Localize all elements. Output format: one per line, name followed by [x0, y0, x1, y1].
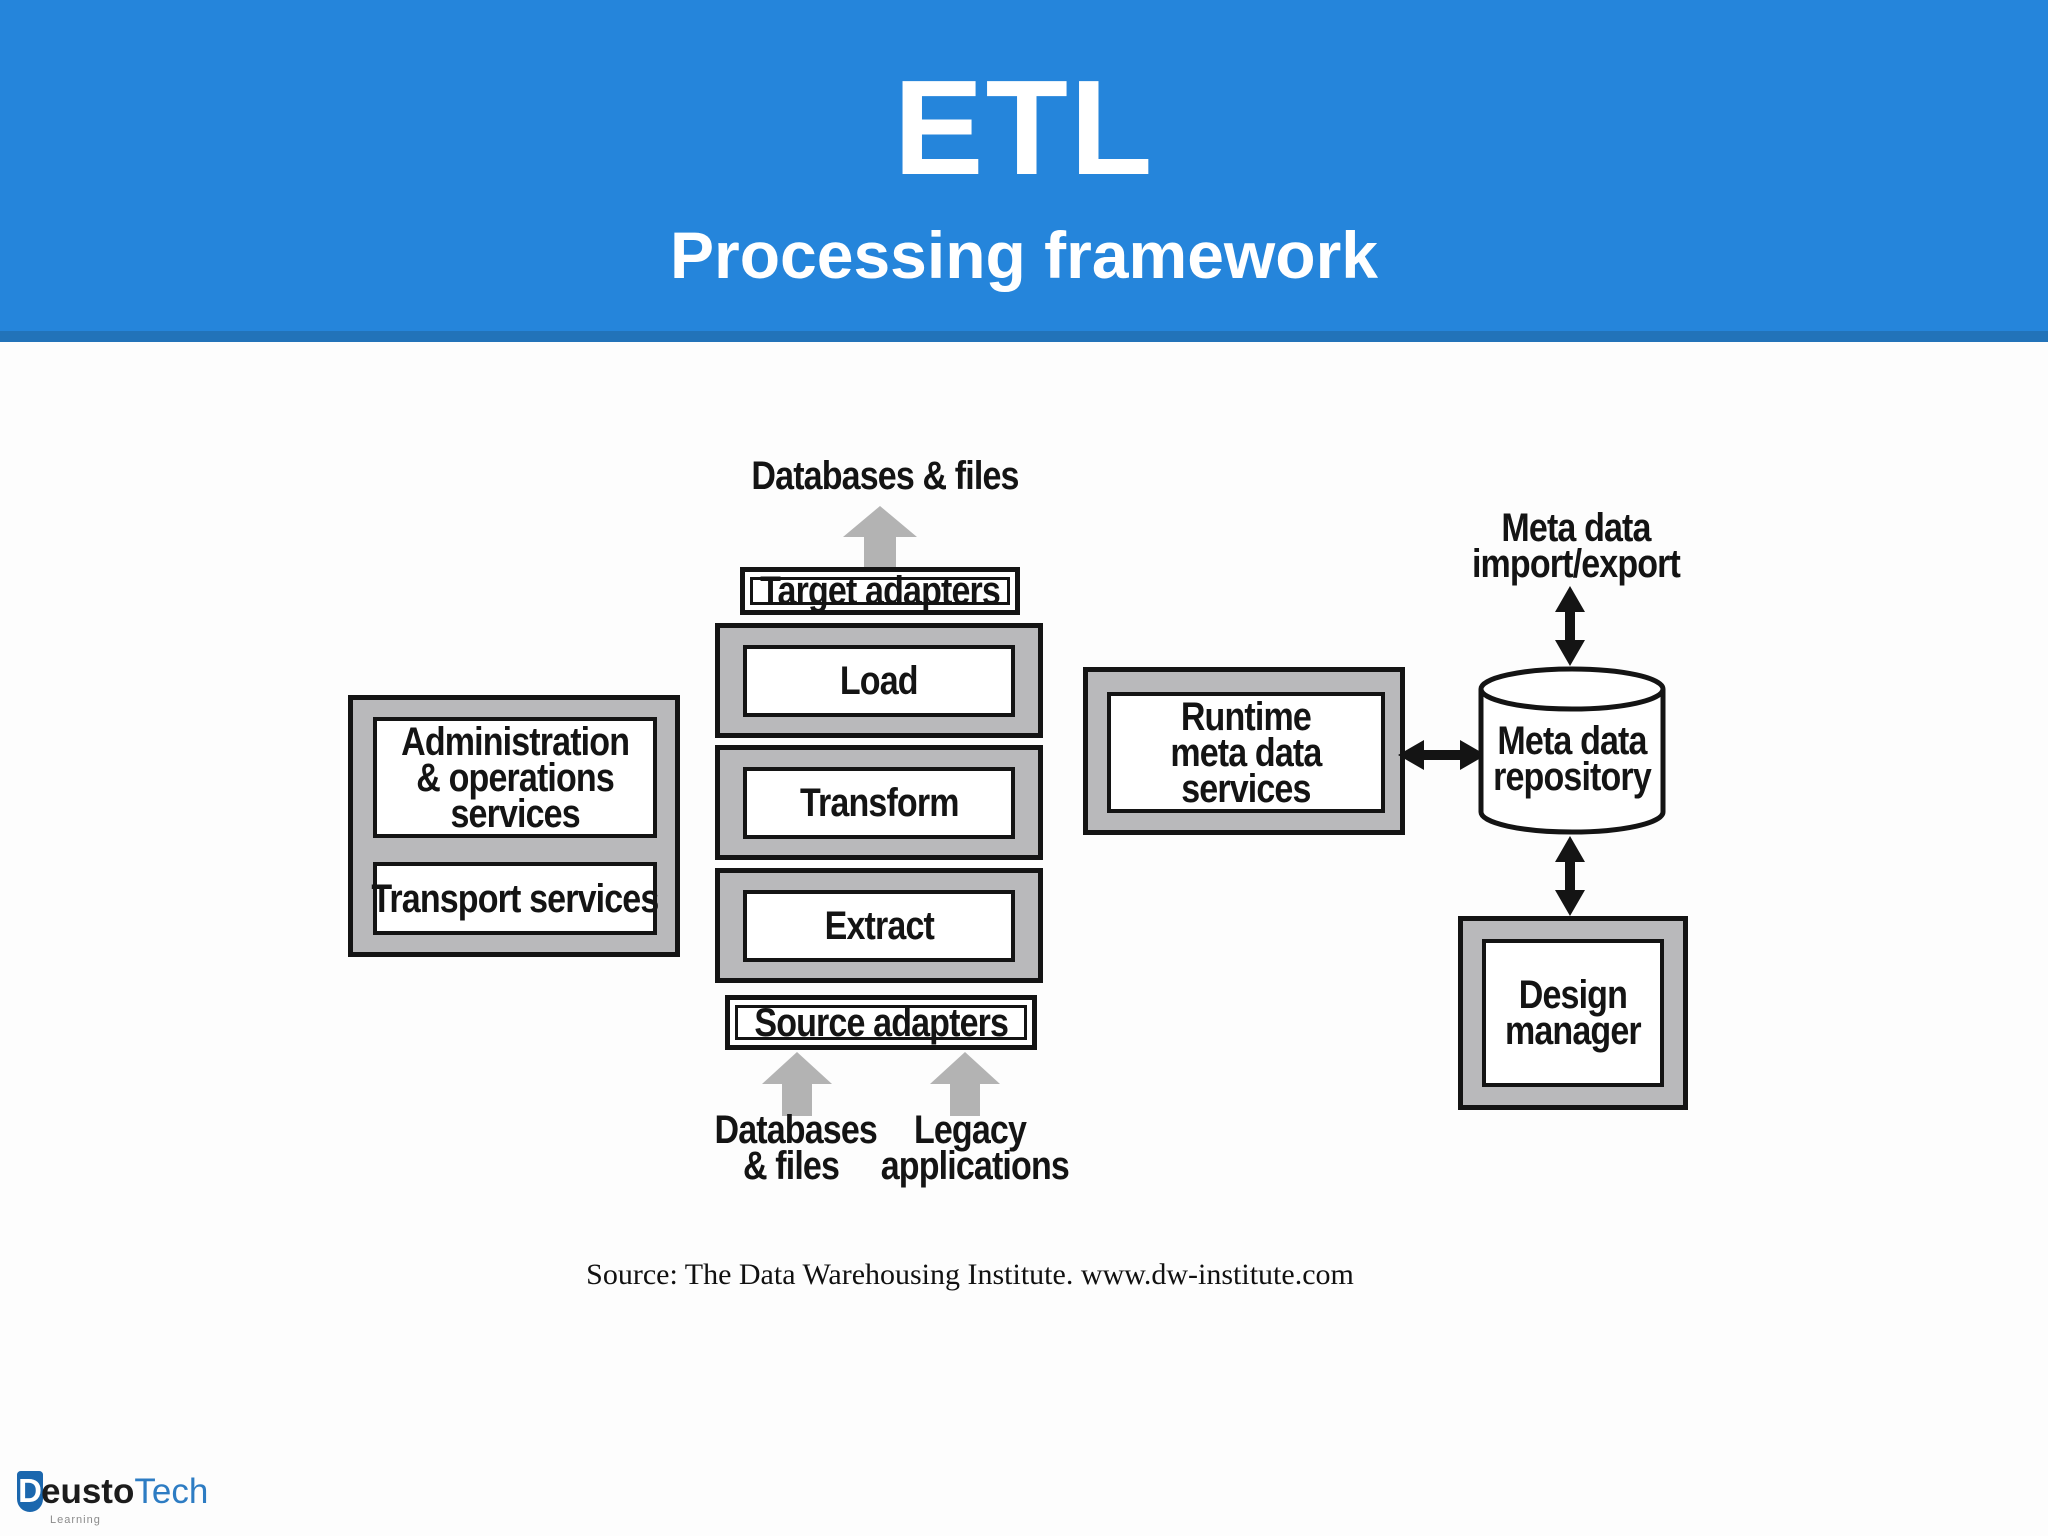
up-arrow-icon	[843, 506, 917, 568]
load-box: Load	[743, 645, 1015, 717]
deustotech-logo: D eustoTech Learning	[17, 1471, 277, 1531]
logo-initial: D	[18, 1472, 42, 1509]
design-manager-label: Design manager	[1505, 973, 1642, 1053]
target-adapters-label: Target adapters	[760, 569, 1001, 613]
double-arrow-horizontal-icon	[1398, 740, 1486, 770]
label-databases-files-output: Databases & files	[751, 454, 1019, 498]
metadata-repository-cylinder	[1478, 666, 1666, 835]
logo-text-eusto: eusto	[41, 1472, 135, 1511]
up-arrow-icon	[762, 1052, 832, 1116]
logo-text-tech: Tech	[134, 1472, 209, 1511]
double-arrow-vertical-icon	[1555, 586, 1585, 666]
slide-title: ETL	[893, 52, 1155, 203]
design-manager-box: Design manager	[1482, 939, 1664, 1087]
slide-subtitle: Processing framework	[670, 218, 1378, 292]
header-accent-strip	[0, 331, 2048, 342]
services-container: Administration & operations services Tra…	[348, 695, 680, 957]
target-adapters-box: Target adapters	[740, 567, 1020, 615]
runtime-metadata-container: Runtime meta data services	[1083, 667, 1405, 835]
admin-operations-label: Administration & operations services	[400, 719, 630, 836]
label-input-databases-files: Databases & files	[714, 1108, 878, 1188]
logo-wordmark: eustoTech	[41, 1473, 208, 1511]
label-input-legacy-applications: Legacy applications	[880, 1108, 1070, 1188]
metadata-repository-label: Meta data repository	[1493, 719, 1652, 799]
transform-box: Transform	[743, 767, 1015, 839]
load-label: Load	[840, 659, 919, 703]
logo-tagline: Learning	[50, 1514, 101, 1526]
transport-services-label: Transport services	[371, 876, 659, 921]
up-arrow-icon	[930, 1052, 1000, 1116]
runtime-metadata-box: Runtime meta data services	[1107, 692, 1385, 813]
source-adapters-label: Source adapters	[754, 1000, 1009, 1045]
transform-label: Transform	[799, 781, 959, 825]
logo-shield-icon: D	[17, 1471, 43, 1512]
extract-box: Extract	[743, 890, 1015, 962]
load-container: Load	[715, 623, 1043, 738]
source-citation: Source: The Data Warehousing Institute. …	[586, 1258, 1354, 1291]
double-arrow-vertical-icon	[1555, 836, 1585, 916]
runtime-metadata-label: Runtime meta data services	[1170, 694, 1322, 811]
admin-operations-box: Administration & operations services	[373, 717, 657, 838]
header-banner	[0, 0, 2048, 331]
extract-label: Extract	[824, 904, 934, 948]
design-manager-container: Design manager	[1458, 916, 1688, 1110]
transport-services-box: Transport services	[371, 862, 659, 935]
transform-container: Transform	[715, 745, 1043, 860]
label-metadata-import-export: Meta data import/export	[1471, 506, 1681, 586]
source-adapters-box: Source adapters	[725, 995, 1037, 1050]
extract-container: Extract	[715, 868, 1043, 983]
